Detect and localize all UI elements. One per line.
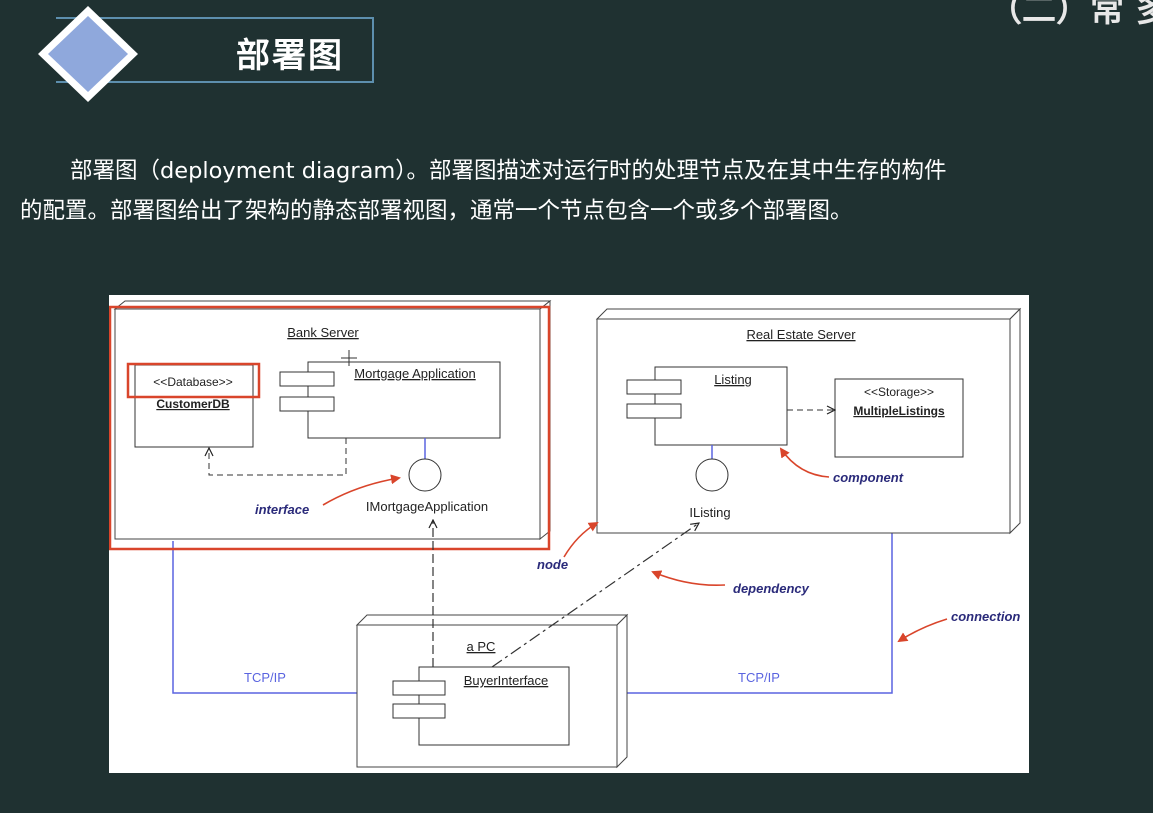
- annotation-connection: connection: [951, 609, 1020, 624]
- buyer-interface-label: BuyerInterface: [464, 673, 549, 688]
- imortgage-label: IMortgageApplication: [366, 499, 488, 514]
- multiple-listings-label: MultipleListings: [853, 404, 945, 418]
- mortgage-app-label: Mortgage Application: [354, 366, 475, 381]
- annotation-interface: interface: [255, 502, 309, 517]
- cursor-icon: [341, 350, 357, 366]
- storage-box: [834, 378, 964, 458]
- listing-label: Listing: [714, 372, 752, 387]
- customer-db-box: [134, 364, 254, 448]
- customer-db-label: CustomerDB: [156, 397, 230, 411]
- dependency-mortgage-db: [209, 438, 347, 476]
- description-line-2: 的配置。部署图给出了架构的静态部署视图，通常一个节点包含一个或多个部署图。: [20, 198, 853, 224]
- diamond-icon: [34, 2, 142, 108]
- title-banner: [56, 17, 374, 83]
- a-pc-label: a PC: [467, 639, 496, 654]
- database-stereotype: <<Database>>: [153, 375, 232, 389]
- annotation-dependency: dependency: [733, 581, 810, 596]
- mortgage-interface-circle: [408, 458, 442, 492]
- tcpip-right-label: TCP/IP: [738, 670, 780, 685]
- dependency-buyer-listing: [491, 523, 699, 668]
- connection-lines: [172, 533, 893, 694]
- annotation-component: component: [833, 470, 904, 485]
- ilisting-label: IListing: [689, 505, 730, 520]
- description-line-1: 部署图（deployment diagram）。部署图描述对运行时的处理节点及在…: [70, 158, 947, 184]
- description: 部署图（deployment diagram）。部署图描述对运行时的处理节点及在…: [20, 151, 1148, 231]
- annotation-node: node: [537, 557, 568, 572]
- database-highlight: [126, 362, 261, 399]
- storage-stereotype: <<Storage>>: [864, 385, 934, 399]
- bank-server-highlight: [109, 305, 551, 551]
- mortgage-app-component: [279, 361, 501, 439]
- annotation-arrows: [322, 447, 948, 643]
- listing-component: [626, 366, 788, 446]
- corner-text: （二）常 多: [988, 0, 1153, 30]
- deployment-diagram: Bank Server <<Database>> CustomerDB Mort…: [109, 295, 1029, 773]
- buyer-interface-component: [392, 666, 570, 746]
- page-title: 部署图: [236, 36, 344, 76]
- listing-interface-circle: [695, 458, 729, 492]
- real-estate-server-label: Real Estate Server: [746, 327, 856, 342]
- tcpip-left-label: TCP/IP: [244, 670, 286, 685]
- bank-server-label: Bank Server: [287, 325, 359, 340]
